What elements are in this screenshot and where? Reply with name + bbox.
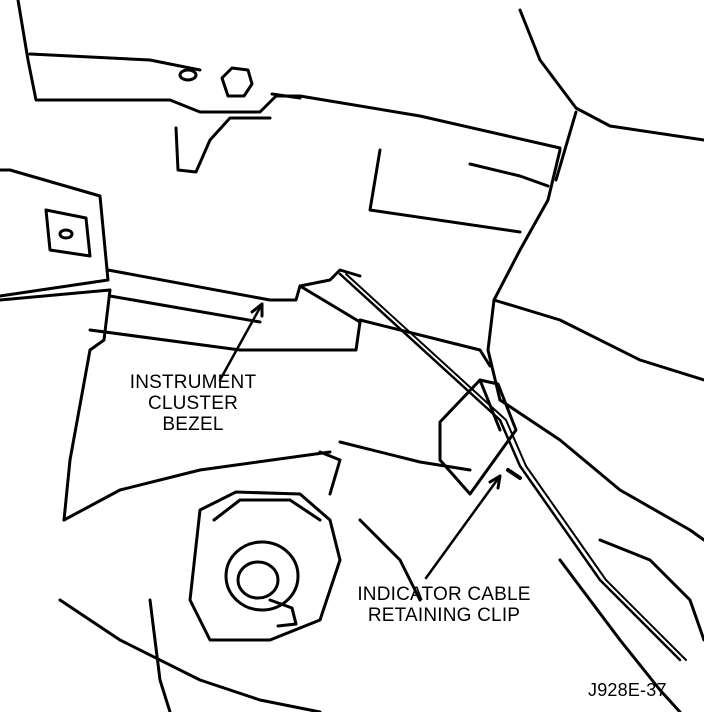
upper-dash-panel	[16, 0, 562, 234]
mounting-bolt	[178, 66, 254, 98]
callout-line: CLUSTER	[147, 393, 239, 414]
callout-line: INSTRUMENT	[129, 372, 257, 393]
left-bracket	[0, 168, 112, 522]
leader-arrows	[218, 302, 502, 580]
callout-line: INDICATOR CABLE	[357, 584, 531, 605]
callout-line: BEZEL	[162, 414, 224, 435]
retaining-clip-bracket	[438, 378, 518, 496]
callout-line: RETAINING CLIP	[367, 605, 521, 626]
lower-panel	[58, 518, 704, 712]
indicator-cable	[338, 272, 687, 662]
steering-column	[486, 8, 704, 542]
figure-code: J928E-37	[588, 680, 667, 700]
indicator-knob	[188, 490, 342, 642]
callout-instrument-cluster-bezel: INSTRUMENT CLUSTER BEZEL	[118, 372, 268, 435]
callout-indicator-cable-retaining-clip: INDICATOR CABLE RETAINING CLIP	[344, 584, 544, 626]
